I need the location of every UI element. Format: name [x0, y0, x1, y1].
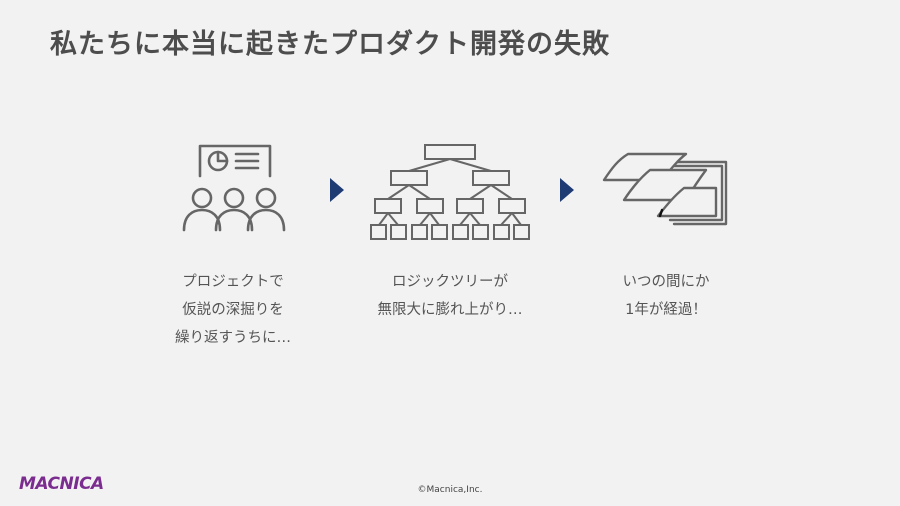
caption-line: 1年が経過！	[625, 302, 707, 318]
macnica-logo: MACNICA	[19, 474, 104, 494]
chevron-right-icon	[560, 178, 574, 202]
flipping-calendar-icon	[602, 152, 728, 226]
caption-line: 仮説の深掘りを	[182, 302, 284, 318]
caption-line: ロジックツリーが	[392, 274, 508, 290]
copyright-text: ©Macnica,Inc.	[417, 485, 483, 495]
step-1-caption: プロジェクトで 仮説の深掘りを 繰り返すうちに…	[133, 268, 333, 352]
caption-line: 無限大に膨れ上がり…	[377, 302, 523, 318]
step-3-caption: いつの間にか 1年が経過！	[566, 268, 766, 324]
step-2-caption: ロジックツリーが 無限大に膨れ上がり…	[350, 268, 550, 324]
chevron-right-icon	[330, 178, 344, 202]
slide-title: 私たちに本当に起きたプロダクト開発の失敗	[50, 29, 610, 60]
caption-line: 繰り返すうちに…	[175, 330, 291, 346]
caption-line: いつの間にか	[622, 274, 710, 290]
logic-tree-icon	[370, 144, 530, 240]
presentation-meeting-icon	[182, 144, 286, 232]
caption-line: プロジェクトで	[182, 274, 284, 290]
